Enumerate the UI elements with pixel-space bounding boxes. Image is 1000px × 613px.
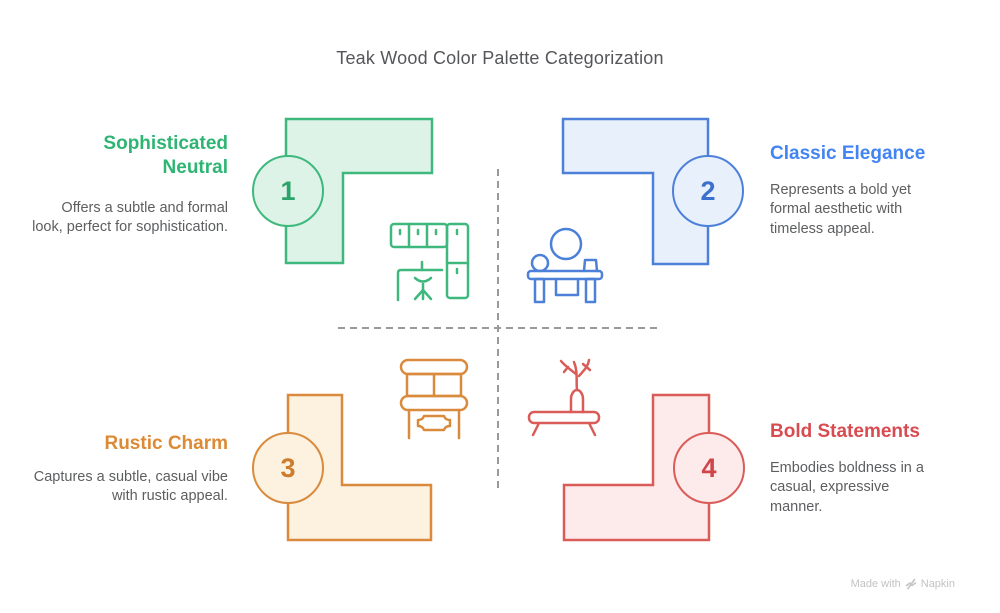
quadrant-description: Offers a subtle and formal look, perfect… <box>32 200 228 236</box>
headboard-bench-icon <box>399 358 469 440</box>
step-number-badge-2: 2 <box>672 155 744 227</box>
step-number: 1 <box>280 175 296 206</box>
l-shape-4 <box>562 393 711 542</box>
step-number: 3 <box>280 452 296 483</box>
quadrant-title: Classic Elegance <box>770 143 926 164</box>
watermark-brand: Napkin <box>920 578 955 590</box>
page-title: Teak Wood Color Palette Categorization <box>336 48 664 68</box>
horizontal-divider <box>338 327 660 329</box>
person-at-desk-icon <box>526 227 604 304</box>
step-number: 2 <box>700 175 716 206</box>
watermark-prefix: Made with <box>850 578 901 590</box>
step-number: 4 <box>701 452 717 483</box>
l-shape-3 <box>286 393 433 542</box>
vertical-divider <box>497 168 499 488</box>
l-shape-2 <box>561 117 710 266</box>
napkin-logo-icon <box>905 578 917 590</box>
table-vase-icon <box>527 358 601 437</box>
quadrant-description: Captures a subtle, casual vibe with rust… <box>33 469 228 505</box>
l-shape-1 <box>284 117 434 265</box>
step-number-badge-3: 3 <box>252 432 324 504</box>
quadrant-description: Represents a bold yet formal aesthetic w… <box>770 182 912 237</box>
quadrant-title: Bold Statements <box>770 421 920 442</box>
watermark: Made with Napkin <box>851 578 955 590</box>
quadrant-description: Embodies boldness in a casual, expressiv… <box>770 460 924 515</box>
office-cubicle-icon <box>389 222 470 302</box>
quadrant-title: Rustic Charm <box>104 433 228 454</box>
step-number-badge-4: 4 <box>673 432 745 504</box>
step-number-badge-1: 1 <box>252 155 324 227</box>
quadrant-title: Sophisticated Neutral <box>103 133 228 178</box>
